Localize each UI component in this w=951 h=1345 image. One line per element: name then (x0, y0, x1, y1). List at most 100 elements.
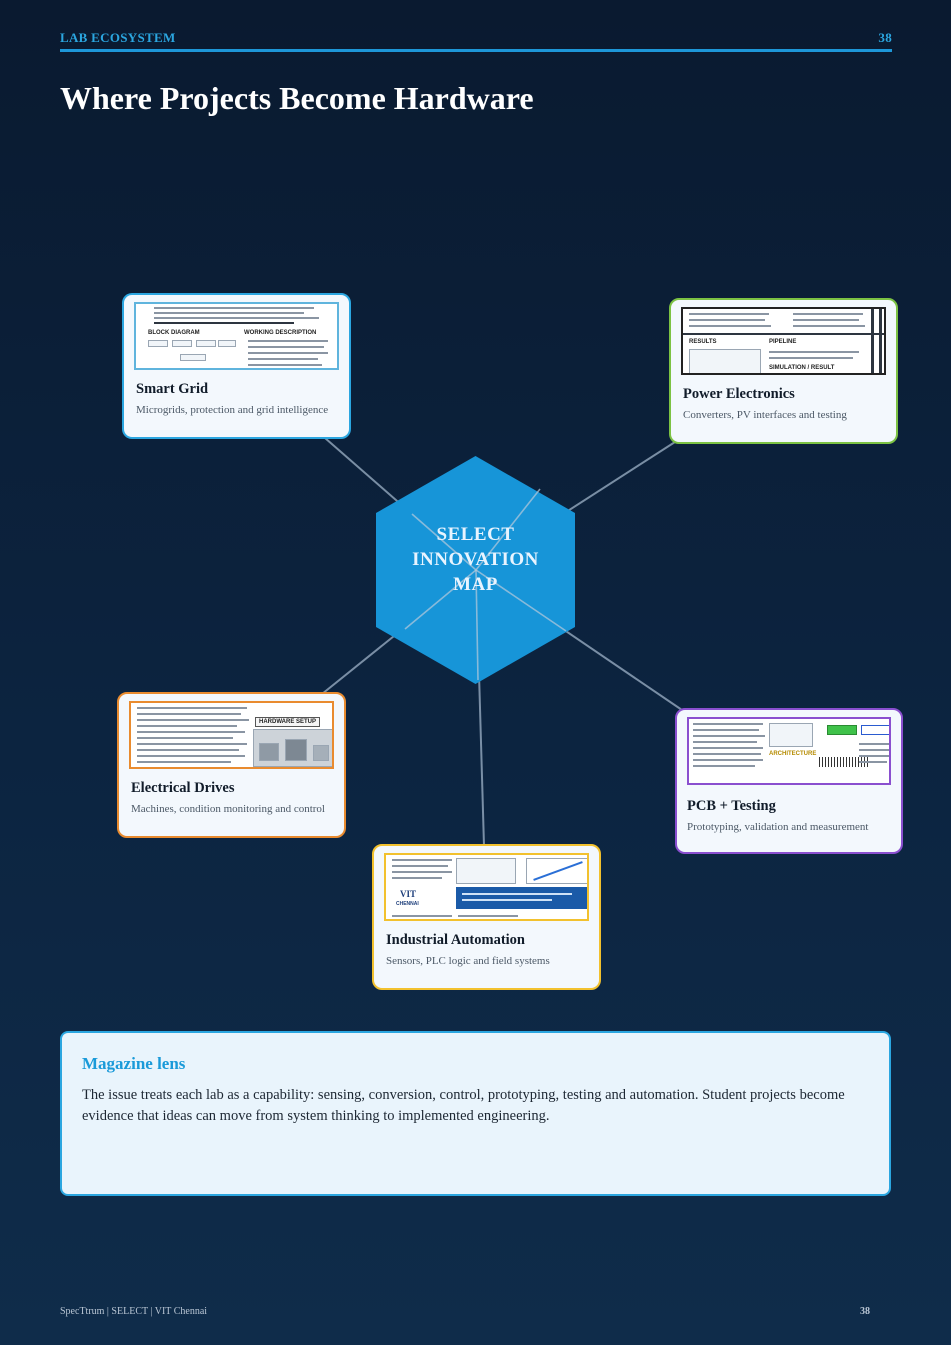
header-divider (60, 49, 892, 52)
thumb-text-line (248, 346, 324, 348)
page-title: Where Projects Become Hardware (60, 80, 534, 116)
thumb-text-line (689, 325, 771, 327)
thumb-text-line (693, 723, 763, 725)
thumb-text-line (793, 313, 863, 315)
thumb-text-line (137, 761, 231, 763)
thumb-text-line (689, 313, 769, 315)
footer-credit: SpecTtrum | SELECT | VIT Chennai (60, 1306, 208, 1317)
thumb-text-line (793, 325, 865, 327)
thumb-text-line (154, 317, 319, 319)
power-electronics-thumbnail: RESULTS PIPELINE SIMULATION / RESULT (681, 307, 886, 375)
thumb-results-table (689, 349, 761, 373)
thumb-block-diagram-heading: BLOCK DIAGRAM (148, 330, 200, 336)
thumb-text-line (137, 707, 247, 709)
thumb-text-line (693, 759, 763, 761)
lens-body: The issue treats each lab as a capabilit… (82, 1087, 845, 1124)
card-title: Industrial Automation (386, 932, 525, 948)
hex-line-2: INNOVATION (412, 549, 539, 570)
thumb-text-line (859, 749, 889, 751)
thumb-vit-logo: VIT (400, 889, 417, 899)
thumb-text-line (137, 737, 233, 739)
card-electrical-drives[interactable]: HARDWARE SETUP Electrical Drives Machine… (117, 692, 346, 838)
thumb-text-line (693, 747, 763, 749)
thumb-vit-logo-sub: CHENNAI (396, 901, 419, 907)
thumb-banner-text (462, 893, 572, 895)
thumb-text-line (154, 322, 294, 324)
thumb-text-line (392, 859, 452, 861)
card-description: Microgrids, protection and grid intellig… (136, 404, 329, 416)
thumb-block (180, 354, 206, 361)
thumb-blue-block (861, 725, 889, 735)
thumb-pipeline-heading: PIPELINE (769, 339, 797, 345)
lens-title: Magazine lens (82, 1054, 186, 1073)
thumb-text-line (137, 713, 241, 715)
thumb-green-block (827, 725, 857, 735)
thumb-text-line (248, 358, 318, 360)
thumb-text-line (693, 753, 761, 755)
thumb-text-line (693, 735, 765, 737)
thumb-text-line (248, 364, 322, 366)
header-page-number: 38 (878, 30, 892, 45)
thumb-block (148, 340, 168, 347)
thumb-text-line (458, 915, 518, 917)
thumb-text-line (392, 877, 442, 879)
thumb-simulation-heading: SIMULATION / RESULT (769, 365, 835, 371)
thumb-equipment (313, 745, 329, 761)
card-pcb-testing[interactable]: ARCHITECTURE PCB + Testing Prototyping, … (675, 708, 903, 854)
thumb-text-line (392, 871, 452, 873)
thumb-text-line (154, 307, 314, 309)
thumb-block (196, 340, 216, 347)
thumb-block (172, 340, 192, 347)
thumb-block (218, 340, 236, 347)
thumb-text-line (859, 743, 889, 745)
thumb-equipment (285, 739, 307, 761)
thumb-side-bar (871, 309, 874, 373)
thumb-architecture-heading: ARCHITECTURE (769, 751, 817, 757)
card-power-electronics[interactable]: RESULTS PIPELINE SIMULATION / RESULT Pow… (669, 298, 898, 444)
thumb-text-line (137, 743, 247, 745)
card-description: Machines, condition monitoring and contr… (131, 803, 325, 815)
card-title: PCB + Testing (687, 798, 776, 814)
pcb-testing-thumbnail: ARCHITECTURE (687, 717, 891, 785)
thumb-hardware-heading: HARDWARE SETUP (255, 717, 321, 727)
thumb-working-heading: WORKING DESCRIPTION (244, 330, 317, 336)
thumb-text-line (137, 755, 245, 757)
thumb-table (769, 723, 813, 747)
hex-line-1: SELECT (436, 524, 515, 545)
thumb-text-line (689, 319, 765, 321)
thumb-banner-text (462, 899, 552, 901)
innovation-map-label: SELECT INNOVATION MAP (376, 522, 575, 597)
thumb-text-line (693, 741, 757, 743)
thumb-text-line (137, 749, 239, 751)
thumb-text-line (769, 357, 853, 359)
thumb-equipment (259, 743, 279, 761)
thumb-results-heading: RESULTS (689, 339, 717, 345)
section-label: LAB ECOSYSTEM (60, 30, 176, 45)
card-title: Smart Grid (136, 381, 209, 397)
thumb-text-line (693, 729, 759, 731)
thumb-text-line (248, 340, 328, 342)
thumb-waveform (819, 757, 869, 767)
running-header: LAB ECOSYSTEM 38 (60, 30, 892, 46)
card-title: Power Electronics (683, 386, 795, 402)
thumb-banner (456, 887, 587, 909)
card-description: Sensors, PLC logic and field systems (386, 955, 550, 967)
smart-grid-thumbnail: BLOCK DIAGRAM WORKING DESCRIPTION (134, 302, 339, 370)
magazine-lens-box: Magazine lens The issue treats each lab … (60, 1031, 891, 1196)
thumb-text-line (137, 725, 237, 727)
thumb-text-line (248, 352, 328, 354)
thumb-text-line (793, 319, 859, 321)
thumb-side-bar (879, 309, 882, 373)
electrical-drives-thumbnail: HARDWARE SETUP (129, 701, 334, 769)
thumb-text-line (137, 731, 245, 733)
thumb-text-line (392, 865, 448, 867)
card-industrial-automation[interactable]: VIT CHENNAI Industrial Automation Sensor… (372, 844, 601, 990)
card-smart-grid[interactable]: BLOCK DIAGRAM WORKING DESCRIPTION Smart … (122, 293, 351, 439)
thumb-chart (456, 858, 516, 884)
thumb-text-line (769, 351, 859, 353)
card-description: Converters, PV interfaces and testing (683, 409, 847, 421)
footer-page-number: 38 (860, 1306, 870, 1317)
hex-line-3: MAP (453, 574, 498, 595)
thumb-text-line (137, 719, 249, 721)
thumb-text-line (154, 312, 304, 314)
